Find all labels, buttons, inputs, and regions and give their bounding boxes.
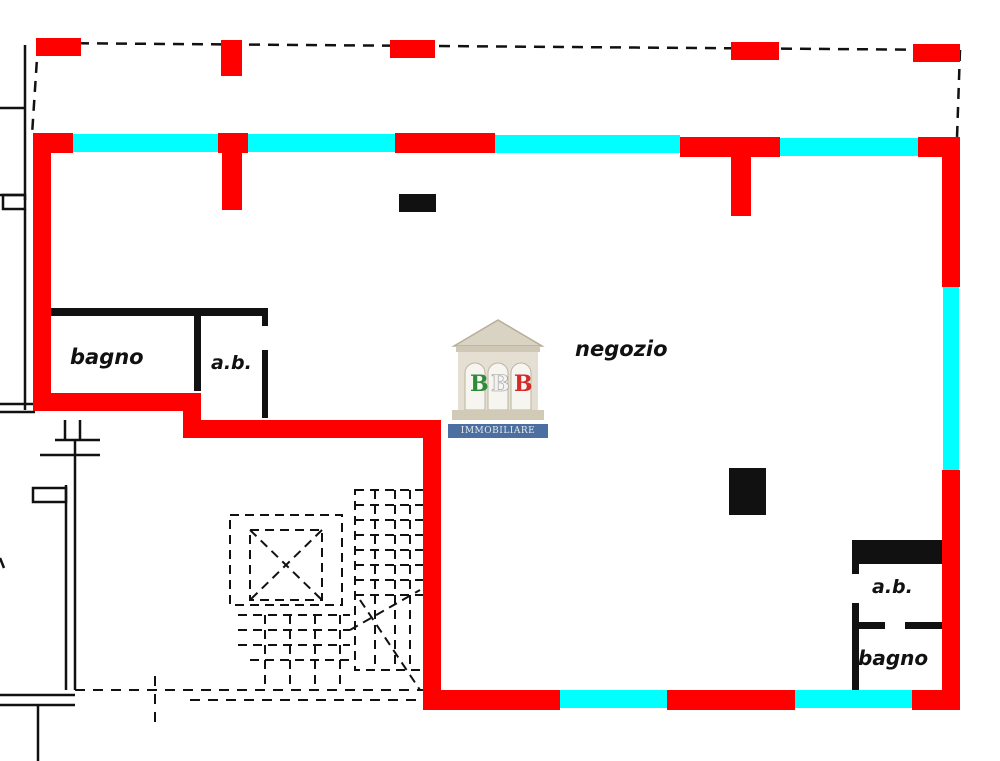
columns	[399, 194, 766, 515]
portico-dashed-outline	[30, 41, 962, 139]
logo-letter-2: B	[491, 371, 510, 397]
room-label-bagno-right: bagno	[858, 646, 929, 670]
building-facade-icon: B B B	[451, 319, 545, 420]
room-label-ab-right: a.b.	[872, 576, 913, 598]
room-label-negozio: negozio	[575, 337, 668, 361]
exterior-walls	[33, 133, 960, 710]
logo-caption: IMMOBILIARE	[448, 424, 548, 438]
logo-letter-3: B	[514, 371, 533, 397]
windows	[73, 134, 959, 708]
right-bathroom-walls	[852, 540, 942, 690]
neighbor-building-lines	[0, 45, 100, 761]
logo-letter-1: B	[470, 371, 489, 397]
staircase-dashed	[229, 489, 426, 691]
room-label-bagno-left: bagno	[70, 345, 144, 369]
portico-pillars	[36, 38, 960, 76]
left-bathroom-walls	[50, 308, 268, 418]
room-label-ab-left: a.b.	[211, 352, 252, 374]
agency-logo: B B B IMMOBILIARE	[448, 318, 548, 446]
dashed-boundary-bottom	[75, 676, 430, 730]
